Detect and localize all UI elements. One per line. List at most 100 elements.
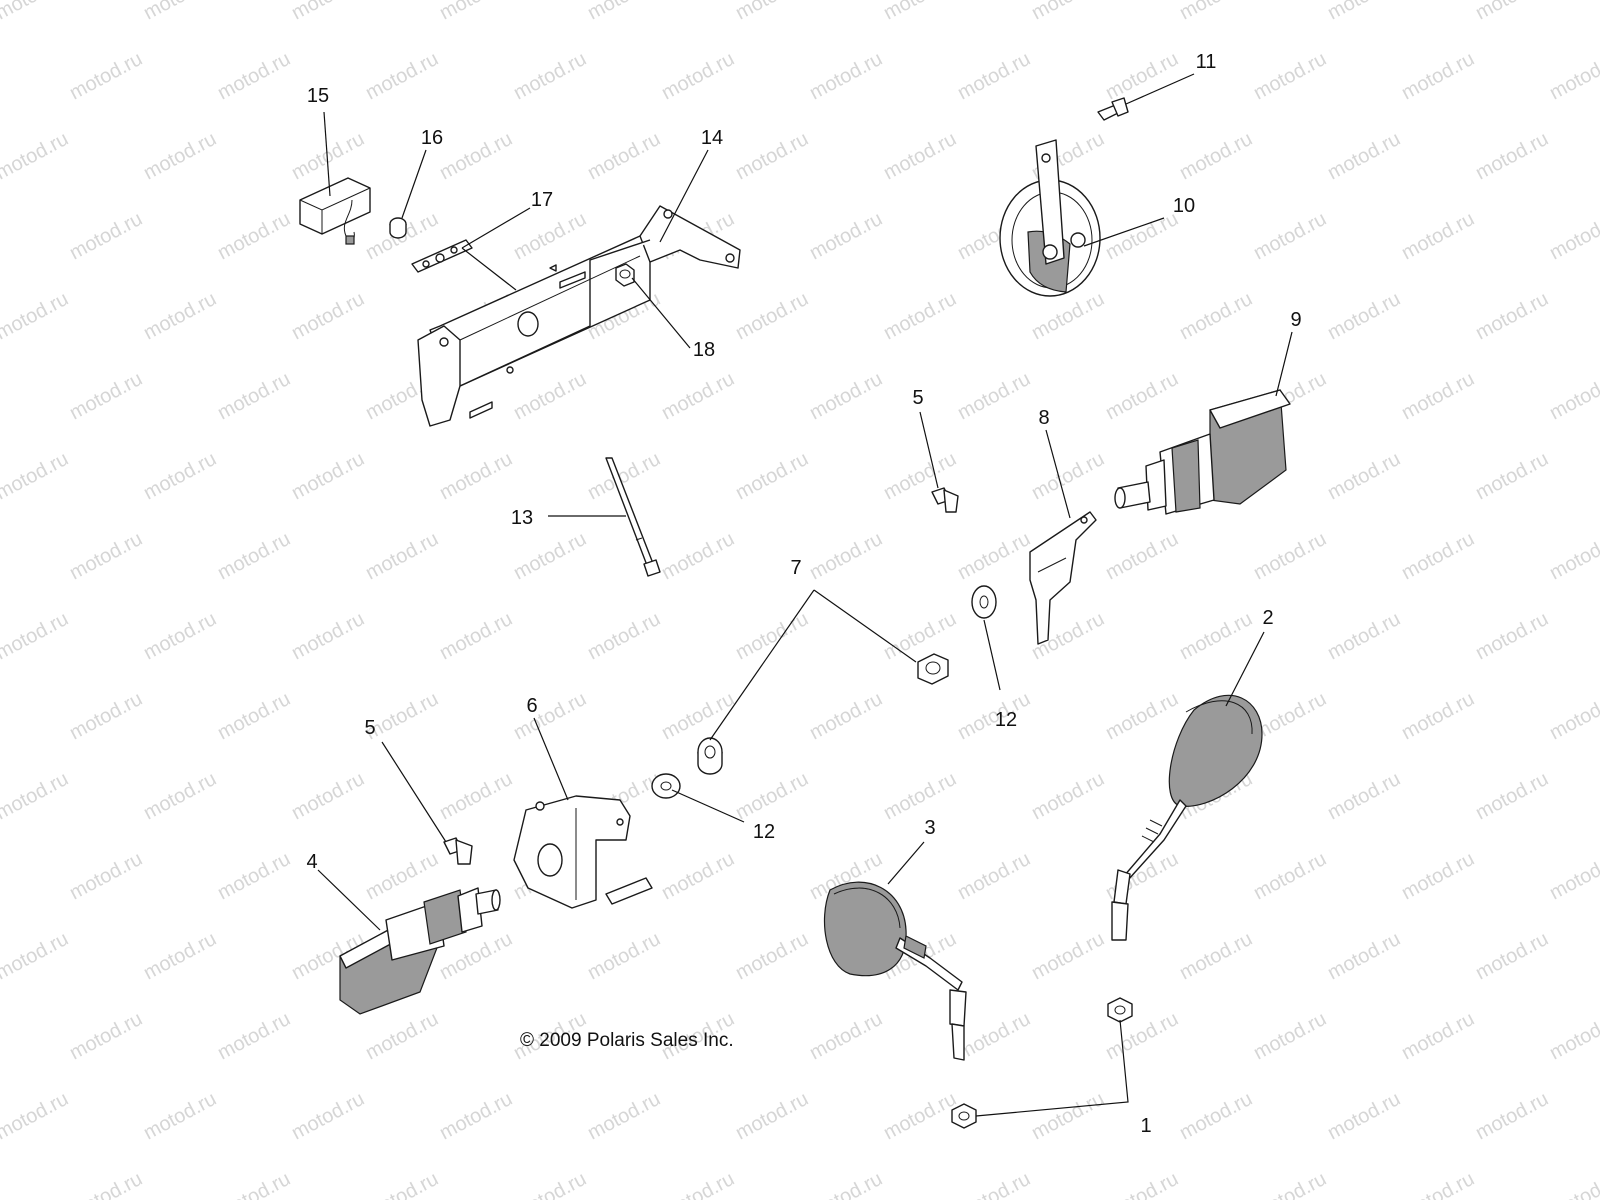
watermark-text: motod.ru <box>140 288 220 344</box>
watermark-text: motod.ru <box>1398 48 1478 104</box>
watermark-text: motod.ru <box>1250 848 1330 904</box>
watermark-text: motod.ru <box>1324 288 1404 344</box>
watermark-text: motod.ru <box>436 0 516 24</box>
part-8-bracket <box>1029 511 1097 645</box>
callout-13: 13 <box>511 507 533 529</box>
watermark-text: motod.ru <box>1250 1008 1330 1064</box>
callout-8: 8 <box>1038 407 1049 429</box>
watermark-text: motod.ru <box>436 768 516 824</box>
watermark-text: motod.ru <box>732 0 812 24</box>
watermark-text: motod.ru <box>732 1088 812 1144</box>
watermark-text: motod.ru <box>806 368 886 424</box>
watermark-text: motod.ru <box>66 1168 146 1200</box>
watermark-text: motod.ru <box>140 128 220 184</box>
part-4-turn-signal <box>339 887 501 1015</box>
callout-2: 2 <box>1262 607 1273 629</box>
watermark-text: motod.ru <box>214 368 294 424</box>
callout-5-upper: 5 <box>912 387 923 409</box>
watermark-text: motod.ru <box>1398 848 1478 904</box>
watermark-text: motod.ru <box>436 608 516 664</box>
watermark-text: motod.ru <box>436 1088 516 1144</box>
watermark-text: motod.ru <box>732 128 812 184</box>
callout-7: 7 <box>790 557 801 579</box>
watermark-text: motod.ru <box>1546 1168 1600 1200</box>
part-15-connector <box>299 177 371 245</box>
part-11-bolt <box>1097 97 1129 121</box>
watermark-text: motod.ru <box>880 1088 960 1144</box>
watermark-text: motod.ru <box>1324 608 1404 664</box>
watermark-text: motod.ru <box>436 128 516 184</box>
watermark-text: motod.ru <box>288 768 368 824</box>
watermark-text: motod.ru <box>1102 208 1182 264</box>
watermark-text: motod.ru <box>214 528 294 584</box>
watermark-text: motod.ru <box>1250 208 1330 264</box>
watermark-text: motod.ru <box>288 608 368 664</box>
watermark-text: motod.ru <box>0 448 72 504</box>
watermark-text: motod.ru <box>1398 528 1478 584</box>
part-5-lower-bolt <box>443 837 473 865</box>
watermark-text: motod.ru <box>66 48 146 104</box>
watermark-text: motod.ru <box>436 448 516 504</box>
watermark-text: motod.ru <box>1028 288 1108 344</box>
watermark-text: motod.ru <box>732 928 812 984</box>
part-18-nut <box>615 263 635 287</box>
watermark-text: motod.ru <box>1176 128 1256 184</box>
watermark-text: motod.ru <box>1028 1088 1108 1144</box>
watermark-text: motod.ru <box>1102 688 1182 744</box>
part-14-bracket <box>417 205 741 427</box>
part-1-nuts <box>951 997 1133 1129</box>
watermark-text: motod.ru <box>1176 288 1256 344</box>
watermark-text: motod.ru <box>214 1168 294 1200</box>
watermark-text: motod.ru <box>66 208 146 264</box>
watermark-text: motod.ru <box>140 448 220 504</box>
watermark-text: motod.ru <box>510 48 590 104</box>
watermark-text: motod.ru <box>214 48 294 104</box>
watermark-text: motod.ru <box>806 528 886 584</box>
watermark-text: motod.ru <box>66 848 146 904</box>
watermark-text: motod.ru <box>140 0 220 24</box>
watermark-text: motod.ru <box>584 608 664 664</box>
callout-14: 14 <box>701 127 723 149</box>
callout-12-right: 12 <box>995 709 1017 731</box>
watermark-text: motod.ru <box>1398 688 1478 744</box>
watermark-text: motod.ru <box>288 0 368 24</box>
callout-6: 6 <box>526 695 537 717</box>
watermark-text: motod.ru <box>510 208 590 264</box>
watermark-text: motod.ru <box>1472 288 1552 344</box>
watermark-text: motod.ru <box>288 1088 368 1144</box>
watermark-text: motod.ru <box>0 928 72 984</box>
part-17-plate <box>411 239 473 273</box>
watermark-text: motod.ru <box>0 768 72 824</box>
watermark-text: motod.ru <box>1028 928 1108 984</box>
watermark-text: motod.ru <box>880 0 960 24</box>
watermark-text: motod.ru <box>1028 0 1108 24</box>
copyright-text: © 2009 Polaris Sales Inc. <box>520 1030 734 1051</box>
watermark-text: motod.ru <box>1472 1088 1552 1144</box>
watermark-text: motod.ru <box>1472 448 1552 504</box>
watermark-text: motod.ru <box>510 688 590 744</box>
watermark-text: motod.ru <box>66 1008 146 1064</box>
watermark-text: motod.ru <box>0 0 72 24</box>
watermark-text: motod.ru <box>880 608 960 664</box>
callout-10: 10 <box>1173 195 1195 217</box>
watermark-text: motod.ru <box>732 288 812 344</box>
watermark-text: motod.ru <box>954 1008 1034 1064</box>
watermark-text: motod.ru <box>806 1008 886 1064</box>
part-3-mirror-left <box>823 881 967 1061</box>
watermark-text: motod.ru <box>658 528 738 584</box>
watermark-text: motod.ru <box>1324 928 1404 984</box>
watermark-text: motod.ru <box>1546 528 1600 584</box>
watermark-text: motod.ru <box>1028 448 1108 504</box>
watermark-text: motod.ru <box>362 848 442 904</box>
watermark-text: motod.ru <box>510 1168 590 1200</box>
watermark-text: motod.ru <box>1324 768 1404 824</box>
watermark-text: motod.ru <box>806 688 886 744</box>
watermark-text: motod.ru <box>1102 528 1182 584</box>
callout-17: 17 <box>531 189 553 211</box>
watermark-text: motod.ru <box>1472 928 1552 984</box>
watermark-text: motod.ru <box>1176 608 1256 664</box>
watermark-text: motod.ru <box>1472 608 1552 664</box>
watermark-text: motod.ru <box>658 1168 738 1200</box>
